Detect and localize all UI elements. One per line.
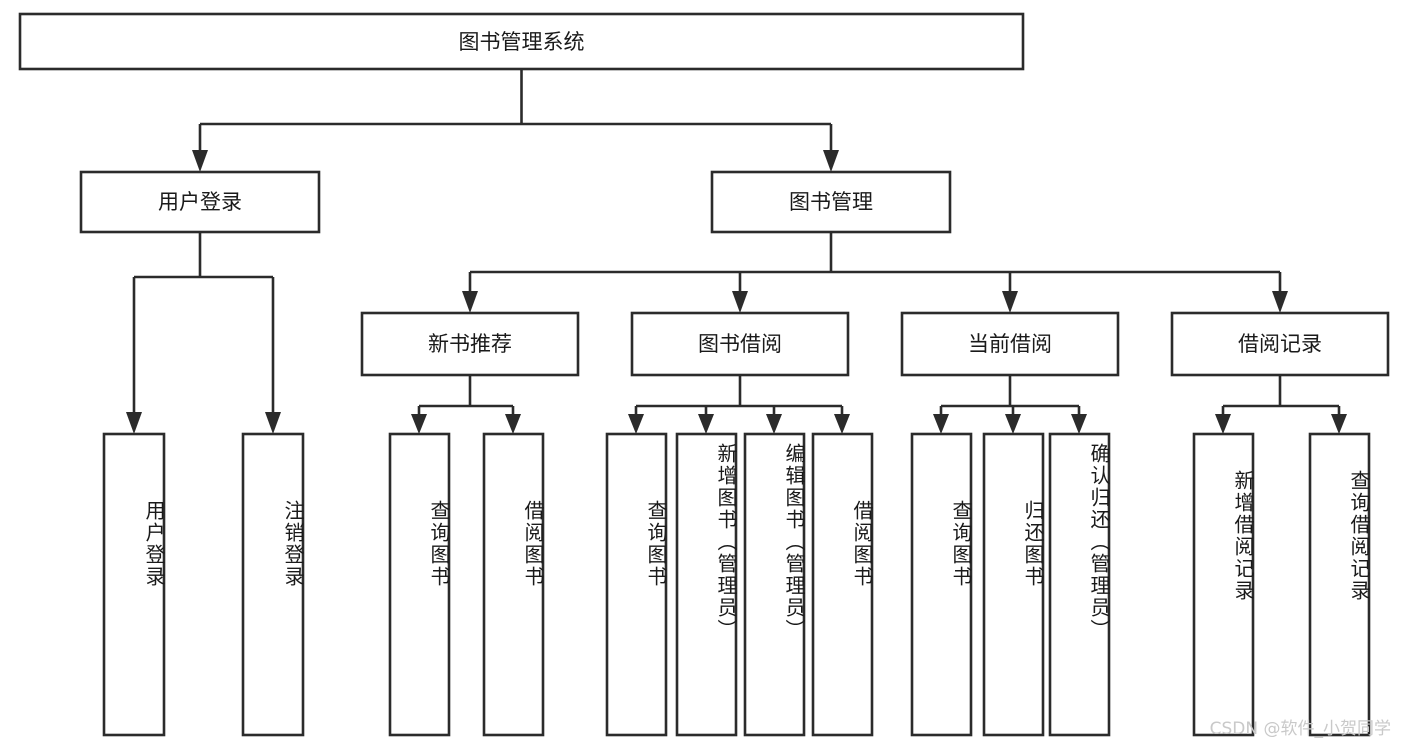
- leaf-box-return-book[interactable]: [982, 432, 1045, 737]
- arrowhead-icon: [265, 412, 281, 434]
- node-label: 图书管理系统: [459, 30, 585, 54]
- arrowhead-icon: [823, 150, 839, 172]
- node-box[interactable]: [360, 311, 580, 377]
- node-root-system[interactable]: 图书管理系统: [18, 12, 1025, 71]
- arrowhead-group: [126, 150, 1347, 434]
- node-box[interactable]: [900, 311, 1120, 377]
- node-borrow-record[interactable]: 借阅记录: [1170, 311, 1390, 377]
- arrowhead-icon: [766, 414, 782, 434]
- arrowhead-icon: [126, 412, 142, 434]
- leaf-box-query-book-cur[interactable]: [910, 432, 973, 737]
- arrowhead-icon: [1331, 414, 1347, 434]
- leaf-box-add-book-admin[interactable]: [675, 432, 738, 737]
- arrowhead-icon: [1002, 291, 1018, 313]
- node-label: 当前借阅: [968, 332, 1052, 356]
- node-label: 图书借阅: [698, 332, 782, 356]
- leaf-box-borrow-book[interactable]: [811, 432, 874, 737]
- node-box[interactable]: [79, 170, 321, 234]
- leaf-box-query-record[interactable]: [1308, 432, 1371, 737]
- arrowhead-icon: [505, 414, 521, 434]
- arrowhead-icon: [698, 414, 714, 434]
- leaf-box-edit-book-admin[interactable]: [743, 432, 806, 737]
- node-box[interactable]: [630, 311, 850, 377]
- node-user-login[interactable]: 用户登录: [79, 170, 321, 234]
- arrowhead-icon: [933, 414, 949, 434]
- node-box[interactable]: [18, 12, 1025, 71]
- arrowhead-icon: [1005, 414, 1021, 434]
- arrowhead-icon: [1071, 414, 1087, 434]
- leaf-box-user-login[interactable]: [102, 432, 166, 737]
- csdn-watermark: CSDN @软件_小贺同学: [1209, 719, 1391, 739]
- node-new-book-recommend[interactable]: 新书推荐: [360, 311, 580, 377]
- arrowhead-icon: [628, 414, 644, 434]
- leaf-box-confirm-return[interactable]: [1048, 432, 1111, 737]
- node-label: 用户登录: [158, 190, 242, 214]
- arrowhead-icon: [1215, 414, 1231, 434]
- arrowhead-icon: [1272, 291, 1288, 313]
- node-book-management[interactable]: 图书管理: [710, 170, 952, 234]
- leaf-box-borrow-book-new[interactable]: [482, 432, 545, 737]
- node-box[interactable]: [1170, 311, 1390, 377]
- arrowhead-icon: [411, 414, 427, 434]
- arrowhead-icon: [732, 291, 748, 313]
- node-label: 借阅记录: [1238, 332, 1322, 356]
- node-box[interactable]: [710, 170, 952, 234]
- leaf-box-group: [102, 432, 1371, 737]
- leaf-box-query-book-borrow[interactable]: [605, 432, 668, 737]
- arrowhead-icon: [192, 150, 208, 172]
- leaf-box-logout-login[interactable]: [241, 432, 305, 737]
- node-current-borrow[interactable]: 当前借阅: [900, 311, 1120, 377]
- arrowhead-icon: [834, 414, 850, 434]
- arrowhead-icon: [462, 291, 478, 313]
- node-label: 图书管理: [789, 190, 873, 214]
- leaf-box-query-book-new[interactable]: [388, 432, 451, 737]
- node-label: 新书推荐: [428, 332, 512, 356]
- leaf-box-add-record[interactable]: [1192, 432, 1255, 737]
- node-book-borrow[interactable]: 图书借阅: [630, 311, 850, 377]
